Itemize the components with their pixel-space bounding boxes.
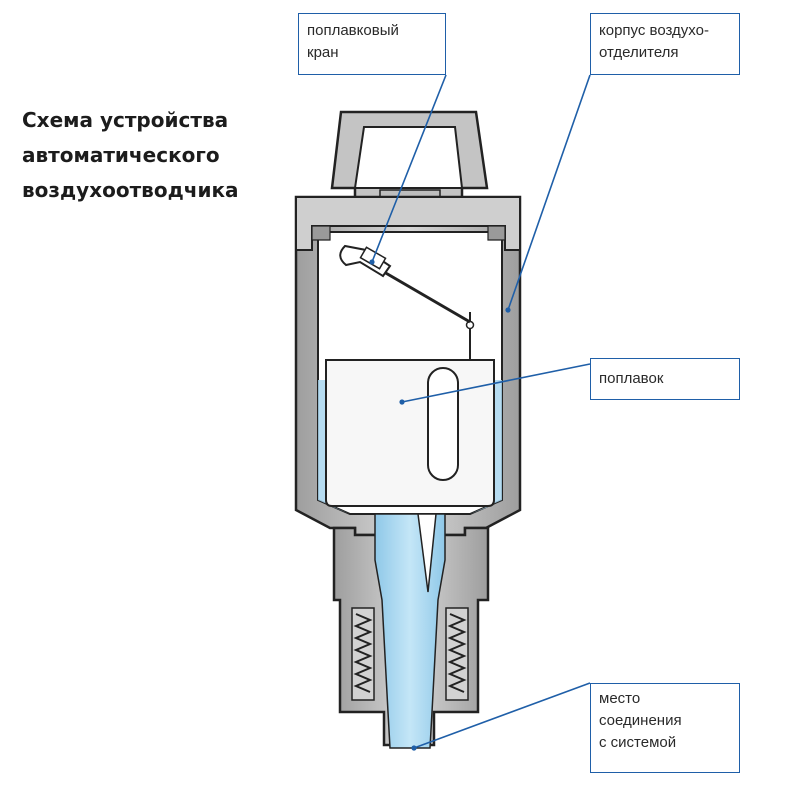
leader-housing [507, 74, 591, 311]
callout-float-valve: поплавковый кран [298, 13, 446, 75]
callout-connection-line-2: соединения [599, 712, 682, 729]
callout-float-line-1: поплавок [599, 370, 664, 387]
float-body [325, 359, 495, 507]
leader-dot-float [399, 399, 405, 405]
leader-float [401, 363, 591, 403]
lower-connector [332, 513, 490, 749]
callout-float-valve-line-2: кран [307, 44, 339, 61]
leader-lines [371, 74, 591, 749]
callout-connection-line-3: с системой [599, 734, 677, 751]
leader-dot-float-valve [369, 259, 375, 265]
leader-connection [413, 682, 591, 749]
diagram-title: Схема устройства автоматического воздухо… [22, 103, 239, 208]
leader-dot-housing [505, 307, 511, 313]
callout-housing-line-1: корпус воздухо- [599, 22, 709, 39]
top-cap [330, 110, 489, 205]
callout-float-valve-line-1: поплавковый [307, 22, 399, 39]
title-line-2: автоматического [22, 143, 220, 167]
leader-dot-connection [411, 745, 417, 751]
callout-connection: место соединения с системой [590, 683, 740, 773]
callout-float: поплавок [590, 358, 740, 400]
callout-housing: корпус воздухо- отделителя [590, 13, 740, 75]
leader-float-valve [371, 74, 447, 263]
title-line-1: Схема устройства [22, 108, 229, 132]
callout-housing-line-2: отделителя [599, 44, 679, 61]
title-line-3: воздухоотводчика [22, 178, 239, 202]
callout-connection-line-1: место [599, 690, 641, 707]
